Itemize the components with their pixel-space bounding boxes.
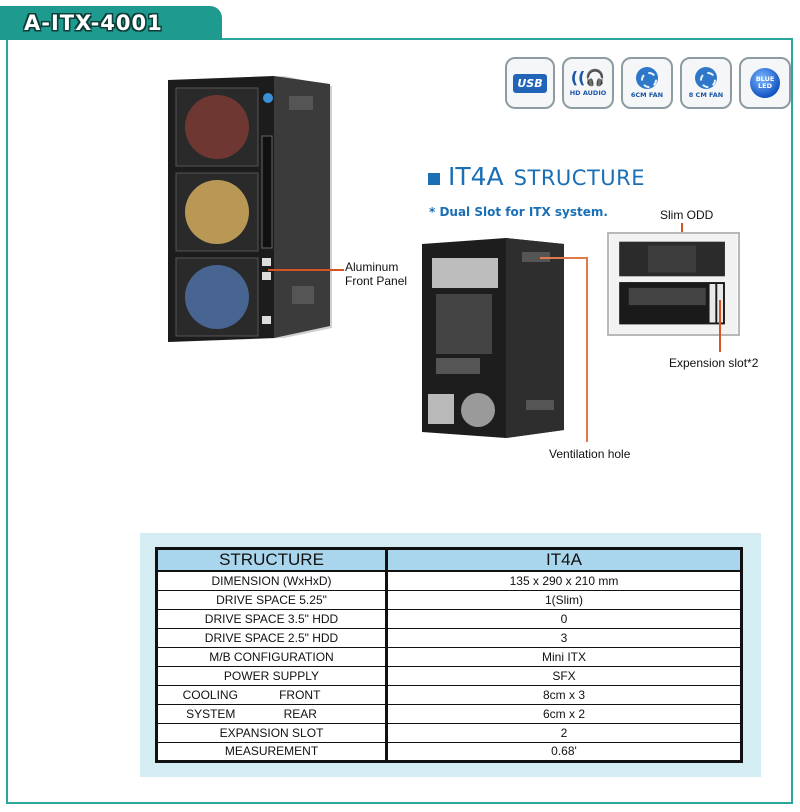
title-tab: A-ITX-4001 [0, 6, 222, 40]
callout-line-ventilation-top [540, 257, 587, 259]
square-bullet-icon [428, 173, 440, 185]
table-row: DIMENSION (WxHxD) 135 x 290 x 210 mm [156, 571, 742, 591]
page-title: A-ITX-4001 [24, 11, 163, 35]
hd-audio-icon: ((🎧 HD AUDIO [562, 57, 614, 109]
row-label-group: SYSTEM [186, 706, 236, 721]
table-row: MEASUREMENT 0.68' [156, 742, 742, 761]
column-header-model: IT4A [386, 548, 742, 572]
structure-word: STRUCTURE [513, 166, 645, 190]
structure-model: IT4A [448, 162, 504, 191]
row-label: EXPANSION SLOT [156, 723, 388, 743]
usb-icon: USB [505, 57, 555, 109]
table-row: DRIVE SPACE 3.5" HDD 0 [156, 609, 742, 629]
row-label: DIMENSION (WxHxD) [156, 571, 388, 591]
row-label: MEASUREMENT [156, 742, 388, 761]
row-label: SYSTEM REAR [156, 704, 388, 724]
callout-line-front-panel [268, 269, 344, 271]
callout-expansion-slot: Expension slot*2 [669, 356, 759, 370]
row-label: M/B CONFIGURATION [156, 647, 388, 667]
spec-table: STRUCTURE IT4A DIMENSION (WxHxD) 135 x 2… [155, 547, 743, 763]
headphone-icon: ((🎧 [570, 68, 606, 87]
feature-icons: USB ((🎧 HD AUDIO 6CM FAN 8 CM FAN BLUE L… [505, 57, 791, 109]
row-label: POWER SUPPLY [156, 666, 388, 686]
fan-6cm-icon: 6CM FAN [621, 57, 673, 109]
callout-line-ventilation-side [586, 257, 588, 442]
table-row: SYSTEM REAR 6cm x 2 [156, 704, 742, 724]
fan-icon [695, 67, 717, 89]
row-value: Mini ITX [386, 647, 742, 667]
row-value: SFX [386, 666, 742, 686]
row-value: 3 [386, 628, 742, 648]
table-row: DRIVE SPACE 5.25" 1(Slim) [156, 590, 742, 610]
row-value: 135 x 290 x 210 mm [386, 571, 742, 591]
row-label-group: COOLING [182, 687, 238, 702]
fan-icon [636, 67, 658, 89]
blue-led-icon: BLUE LED [739, 57, 791, 109]
row-label-sub: REAR [283, 706, 317, 721]
row-value: 8cm x 3 [386, 685, 742, 705]
front-case-image [168, 76, 332, 342]
row-value: 2 [386, 723, 742, 743]
row-label: COOLING FRONT [156, 685, 388, 705]
page-frame [6, 38, 793, 804]
table-row: EXPANSION SLOT 2 [156, 723, 742, 743]
table-row: COOLING FRONT 8cm x 3 [156, 685, 742, 705]
row-label-sub: FRONT [279, 687, 321, 702]
table-header-row: STRUCTURE IT4A [156, 548, 742, 572]
fan-8cm-icon: 8 CM FAN [680, 57, 732, 109]
table-row: POWER SUPPLY SFX [156, 666, 742, 686]
table-row: DRIVE SPACE 2.5" HDD 3 [156, 628, 742, 648]
row-value: 6cm x 2 [386, 704, 742, 724]
row-value: 1(Slim) [386, 590, 742, 610]
table-row: M/B CONFIGURATION Mini ITX [156, 647, 742, 667]
callout-ventilation-hole: Ventilation hole [549, 447, 631, 461]
column-header-structure: STRUCTURE [156, 548, 388, 572]
structure-heading: IT4A STRUCTURE [428, 162, 645, 191]
row-value: 0 [386, 609, 742, 629]
rear-case-image [422, 238, 564, 438]
row-label: DRIVE SPACE 2.5" HDD [156, 628, 388, 648]
row-label: DRIVE SPACE 3.5" HDD [156, 609, 388, 629]
dual-slot-note: * Dual Slot for ITX system. [429, 205, 608, 219]
callout-line-expansion-slot [719, 300, 721, 352]
row-value: 0.68' [551, 744, 577, 758]
callout-aluminum-front-panel: Aluminum Front Panel [345, 260, 408, 288]
row-label: DRIVE SPACE 5.25" [156, 590, 388, 610]
callout-slim-odd: Slim ODD [660, 208, 714, 222]
